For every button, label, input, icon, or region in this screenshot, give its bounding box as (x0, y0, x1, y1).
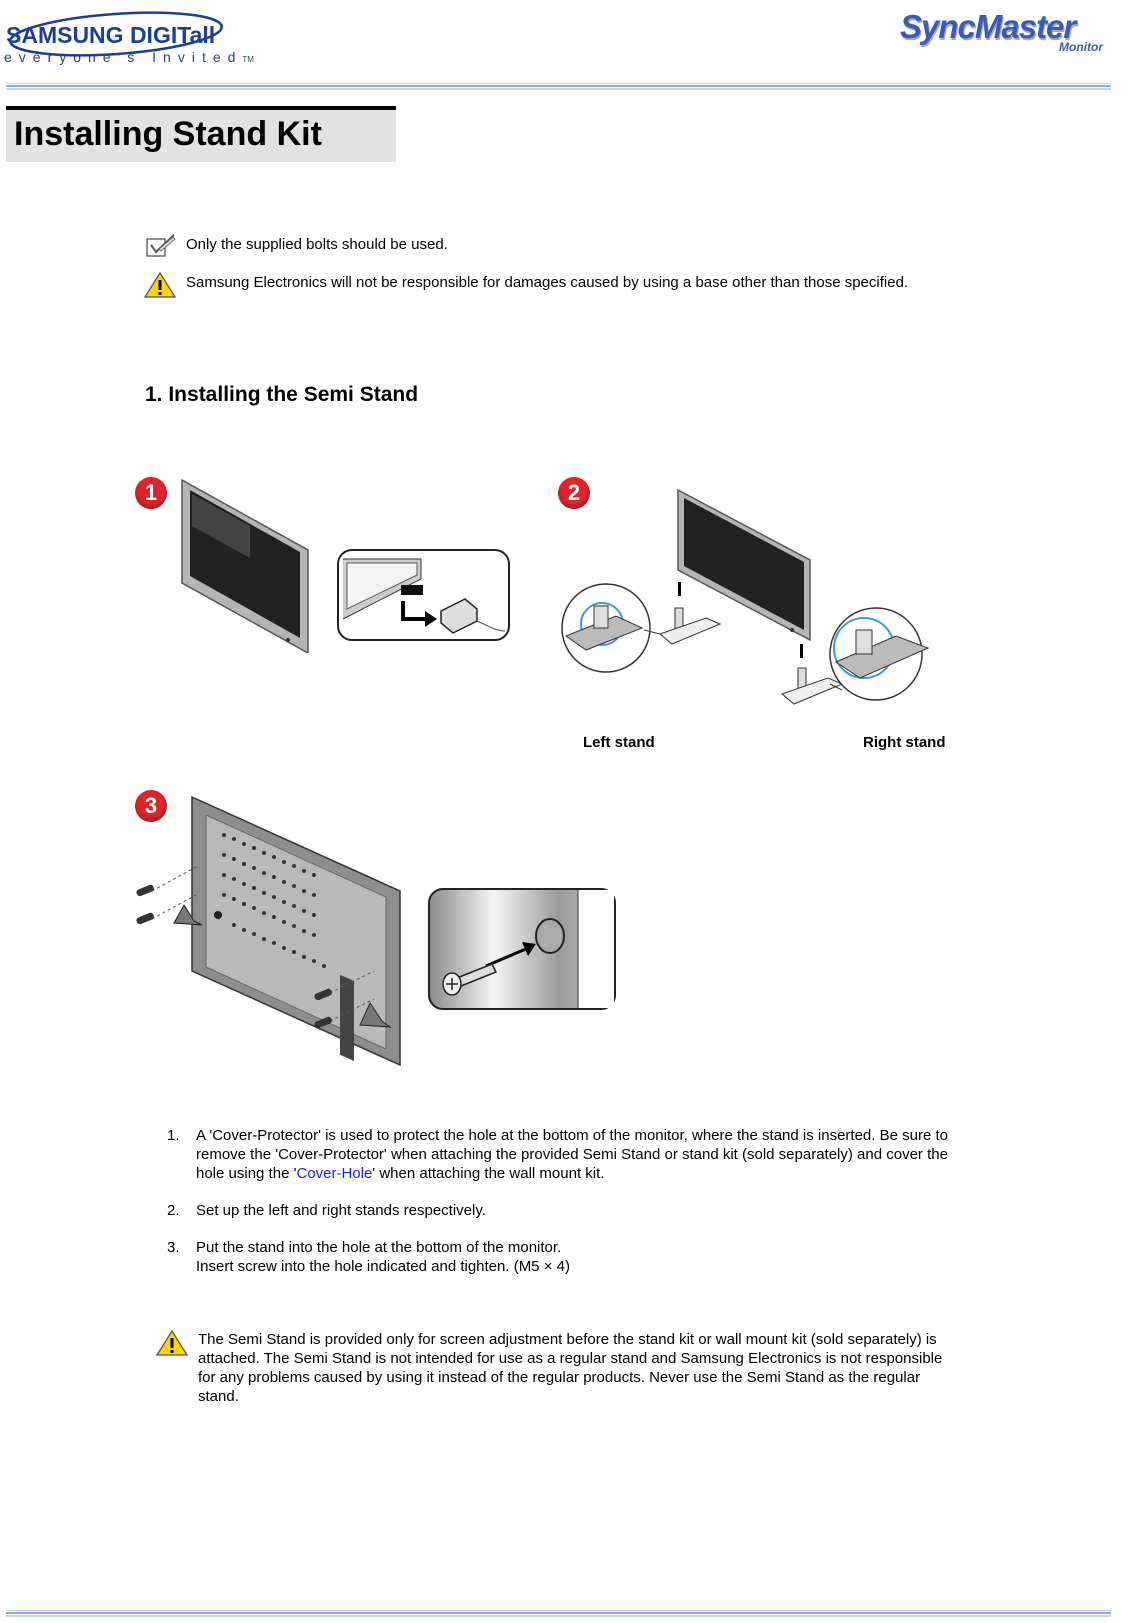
syncmaster-text: SyncMaster (900, 8, 1076, 45)
warning-icon (143, 271, 177, 304)
title-box: Installing Stand Kit (6, 106, 396, 162)
tm-mark: TM (242, 55, 254, 64)
samsung-logo: SAMSUNG DIGITall (4, 10, 234, 70)
step-item: 1. A 'Cover-Protector' is used to protec… (167, 1126, 967, 1183)
step-text: A 'Cover-Protector' is used to protect t… (196, 1127, 948, 1182)
left-stand-caption: Left stand (583, 734, 655, 751)
monitor-front-illustration (180, 478, 312, 658)
bottom-warning-icon (155, 1329, 189, 1362)
step-text-line-2: Insert screw into the hole indicated and… (196, 1258, 570, 1275)
step-number: 3. (167, 1239, 180, 1256)
note-icon (145, 233, 177, 264)
step-2-badge: 2 (558, 477, 590, 509)
warning-text: Samsung Electronics will not be responsi… (186, 274, 909, 291)
step-1-badge: 1 (135, 477, 167, 509)
step-item: 3. Put the stand into the hole at the bo… (167, 1238, 967, 1276)
tagline-text: everyone's Invited (4, 49, 243, 65)
note-text: Only the supplied bolts should be used. (186, 236, 448, 253)
header-rule (6, 83, 1111, 90)
page-title: Installing Stand Kit (14, 115, 322, 153)
samsung-tagline: everyone's InvitedTM (4, 49, 254, 65)
screw-detail-illustration (428, 888, 616, 1015)
step-number: 1. (167, 1127, 180, 1144)
instruction-steps: 1. A 'Cover-Protector' is used to protec… (167, 1126, 967, 1294)
monitor-back-illustration (134, 795, 404, 1075)
right-stand-caption: Right stand (863, 734, 946, 751)
section-title: 1. Installing the Semi Stand (145, 383, 419, 406)
cover-hole-link[interactable]: Cover-Hole (296, 1165, 373, 1182)
step-text-end: ' when attaching the wall mount kit. (372, 1165, 605, 1182)
cover-protector-detail (337, 549, 510, 646)
monitor-subtext: Monitor (1059, 40, 1103, 54)
step-text-line-1: Put the stand into the hole at the botto… (196, 1239, 562, 1256)
samsung-logo-text: SAMSUNG DIGITall (6, 22, 215, 48)
syncmaster-logo: SyncMaster Monitor (900, 8, 1105, 58)
step-item: 2. Set up the left and right stands resp… (167, 1201, 967, 1220)
footer-rule (6, 1610, 1111, 1617)
step-3-badge: 3 (135, 790, 167, 822)
step-number: 2. (167, 1202, 180, 1219)
stand-assembly-illustration (560, 488, 930, 728)
bottom-warning-text: The Semi Stand is provided only for scre… (198, 1331, 943, 1405)
step-text: Set up the left and right stands respect… (196, 1202, 486, 1219)
